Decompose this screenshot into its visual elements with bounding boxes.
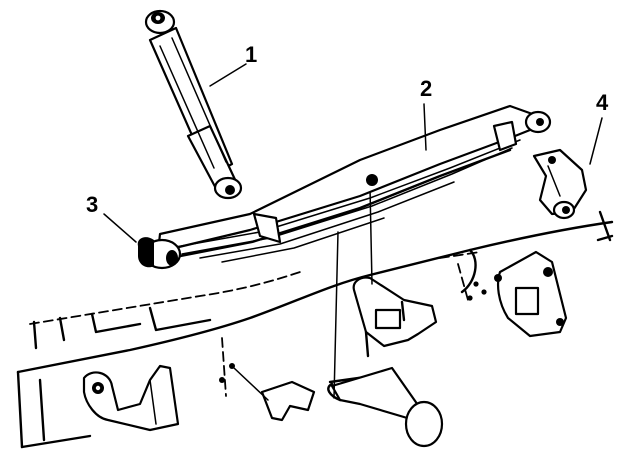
- rear-hanger-bracket: [467, 250, 568, 338]
- axle-housing: [327, 366, 444, 448]
- callout-2-label: 2: [420, 76, 432, 101]
- callout-labels: 1 2 3 4: [86, 42, 609, 217]
- axle-pad-block: [352, 276, 438, 358]
- spring-seat-plate: [219, 363, 316, 422]
- spring-shackle: [532, 148, 588, 220]
- front-hanger-bracket: [82, 364, 180, 432]
- callout-4-label: 4: [596, 90, 609, 115]
- spring-front-eye: [137, 237, 182, 270]
- shock-absorber: [144, 9, 243, 200]
- callout-3-label: 3: [86, 192, 98, 217]
- callout-1-label: 1: [245, 42, 257, 67]
- leaf-spring: [156, 104, 542, 263]
- spring-rear-eye: [524, 110, 552, 134]
- callout-leaders: [103, 63, 603, 243]
